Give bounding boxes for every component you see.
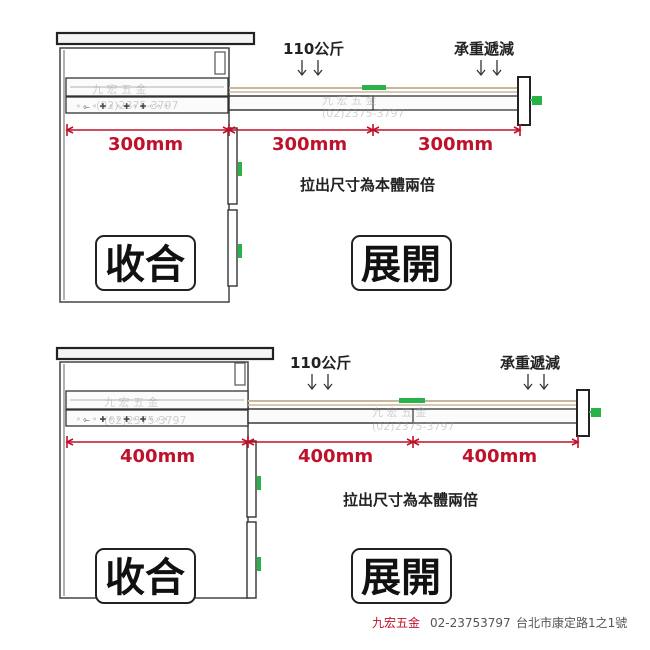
damper-label: 承重遞減 [454,40,514,58]
watermark-name: 九 宏 五 金 [104,395,159,409]
collapsed-label: 收合 [105,242,185,288]
collapsed-label-box [95,235,196,291]
expanded-label: 展開 [361,242,441,288]
extension-note: 拉出尺寸為本體兩倍 [343,491,478,509]
watermark-phone: (02)2375-3797 [372,420,455,433]
dimension-label: 300mm [418,134,493,155]
expanded-label-box [351,235,452,291]
watermark-phone: (02)2375-3797 [322,107,405,120]
rail-holes: ◦ ⟜ ◦ ✚ ◦ ◦ ✚ ◦ ✚ ◦ ◦ ◦ [76,102,168,111]
watermark-name: 九 宏 五 金 [372,405,427,419]
rail-holes: ◦ ⟜ ◦ ✚ ◦ ◦ ✚ ◦ ✚ ◦ ◦ ◦ [76,415,168,424]
dimension-line [65,124,522,136]
door-hinge-icon [257,476,261,490]
collapsed-rail-lower [65,96,229,114]
damper-label: 承重遞減 [500,354,560,372]
dimension-label: 400mm [120,446,195,467]
dimension-line [65,436,580,448]
drawer-handle-icon [532,96,542,105]
dimension-label: 400mm [298,446,373,467]
collapsed-label: 收合 [105,555,185,601]
load-label: 110公斤 [290,354,351,372]
dimension-label: 400mm [462,446,537,467]
door-hinge-icon [257,557,261,571]
footer-brand: 九宏五金 [372,615,420,630]
footer-phone: 02-23753797 [430,616,511,630]
watermark-phone: (02)2375-3797 [96,99,179,112]
down-arrow-icon [523,374,549,391]
cabinet-door-lower [246,521,257,599]
panel-300: ◦ ⟜ ◦ ✚ ◦ ◦ ✚ ◦ ✚ ◦ ◦ ◦ 九 宏 五 金 (02)2375… [55,31,542,303]
cabinet-door-lower [227,209,238,287]
dimension-label: 300mm [108,134,183,155]
watermark-name: 九 宏 五 金 [92,82,147,96]
footer-address: 台北市康定路1之1號 [516,615,627,630]
center-clip-icon [399,398,425,403]
cabinet-latch [234,362,246,386]
down-arrow-icon [307,374,333,391]
dimension-label: 300mm [272,134,347,155]
watermark-name: 九 宏 五 金 [322,93,377,107]
expanded-label: 展開 [361,555,441,601]
panel-400: ◦ ⟜ ◦ ✚ ◦ ◦ ✚ ◦ ✚ ◦ ◦ ◦ 九 宏 五 金 (02)2375… [55,346,601,604]
center-clip-icon [362,85,386,90]
drawer-handle-icon [591,408,601,417]
drawer-front [517,76,531,126]
watermark-phone: (02)2375-3797 [104,414,187,427]
countertop [55,31,256,46]
door-hinge-icon [238,244,242,258]
footer: 九宏五金 02-23753797 台北市康定路1之1號 [372,615,627,630]
extension-note: 拉出尺寸為本體兩倍 [300,176,435,194]
down-arrow-icon [297,60,323,77]
rail-extended-mid-seg [247,408,414,424]
collapsed-label-box [95,548,196,604]
cabinet-latch [214,51,226,75]
countertop [55,346,275,361]
drawer-front [576,389,590,437]
rail-extended-mid-seg [228,95,374,111]
cabinet-door-upper [227,127,238,205]
load-label: 110公斤 [283,40,344,58]
expanded-label-box [351,548,452,604]
cabinet-door-upper [246,440,257,518]
door-hinge-icon [238,162,242,176]
down-arrow-icon [476,60,502,77]
